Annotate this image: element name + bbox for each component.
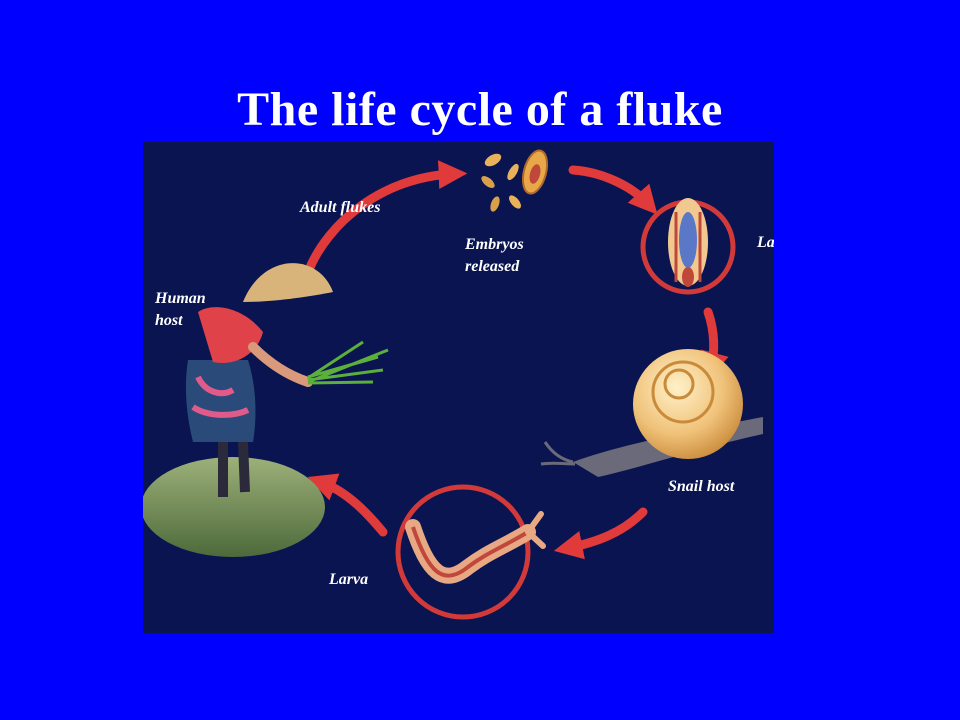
label-adult-flukes: Adult flukes [300,199,381,216]
larva-circle-bottom [395,484,546,620]
label-human-host: Human host [155,288,245,332]
label-embryos-released: Embryos released [465,234,555,278]
slide-title: The life cycle of a fluke [237,83,723,136]
arrow-larva-to-human [307,473,388,537]
label-human-line2: host [155,312,183,329]
label-snail-host: Snail host [668,478,735,495]
snail-illustration [540,349,763,477]
arrow-snail-to-larva [553,507,648,560]
arrow-adult-to-embryos [303,160,468,277]
label-larva-bottom: Larva [329,571,369,588]
larva-circle-top [640,198,736,295]
label-embryos-line2: released [465,258,520,275]
embryos-illustration [481,149,549,212]
arrow-embryos-to-larva [568,165,658,215]
life-cycle-diagram: Adult flukes Embryos released Larva Huma… [143,142,774,633]
label-embryos-line1: Embryos [465,236,524,253]
label-larva-top: Larva [757,234,774,251]
label-human-line1: Human [155,290,206,307]
human-host-illustration [143,263,389,557]
diagram-artwork [143,149,763,620]
